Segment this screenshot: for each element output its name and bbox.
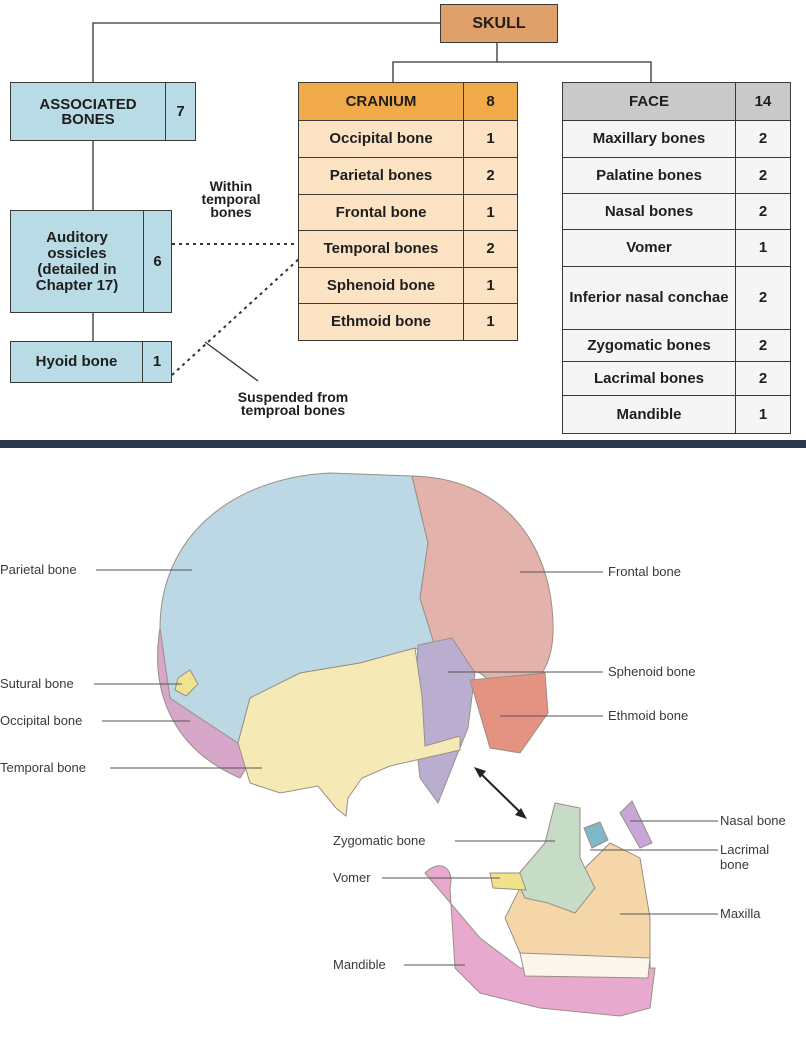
hyoid-bone-label: Hyoid bone: [10, 341, 143, 383]
frontal-bone-label: Frontal bone: [608, 564, 681, 579]
face-row-count: 1: [735, 229, 791, 267]
lacrimal-bone-label: Lacrimal bone: [720, 842, 770, 872]
zygomatic-bone-shape: [514, 802, 596, 914]
cranium-row-name: Frontal bone: [298, 194, 464, 231]
skull-to-face-line: [497, 61, 652, 82]
leader-lines: [94, 569, 718, 966]
face-row-count: 2: [735, 329, 791, 362]
mandible-label: Mandible: [333, 957, 386, 972]
cranium-row-count: 2: [463, 157, 518, 195]
face-row-name: Zygomatic bones: [562, 329, 736, 362]
face-row-name: Mandible: [562, 395, 736, 434]
associated-bones-label: ASSOCIATED BONES: [10, 82, 166, 141]
face-count: 14: [735, 82, 791, 121]
occipital-bone-label: Occipital bone: [0, 713, 83, 728]
exploded-skull-drawing: [94, 472, 718, 1017]
temporal-bone-label: Temporal bone: [0, 760, 86, 775]
skull-illustration: Parietal bone Sutural bone Occipital bon…: [0, 448, 806, 1048]
auditory-ossicles-label: Auditory ossicles (detailed in Chapter 1…: [10, 210, 144, 313]
face-row-name: Palatine bones: [562, 157, 736, 194]
face-row-name: Maxillary bones: [562, 120, 736, 158]
zygomatic-bone-label: Zygomatic bone: [333, 833, 426, 848]
ethmoid-bone-label: Ethmoid bone: [608, 708, 689, 723]
maxilla-label: Maxilla: [720, 906, 761, 921]
face-row-name: Vomer: [562, 229, 736, 267]
cranium-row-name: Parietal bones: [298, 157, 464, 195]
hyoid-dotted-line: [171, 257, 301, 376]
face-row-count: 2: [735, 361, 791, 396]
cranium-row-count: 1: [463, 120, 518, 158]
cranium-row-count: 2: [463, 230, 518, 268]
nasal-bone-shape: [619, 800, 653, 849]
auditory-ossicles-count: 6: [143, 210, 172, 313]
skull-to-cranium-line: [392, 43, 498, 82]
cranium-row-name: Temporal bones: [298, 230, 464, 268]
suspended-from-temporal-label: Suspended from temproal bones: [237, 389, 349, 418]
cranium-row-count: 1: [463, 267, 518, 304]
teeth-shape: [519, 952, 651, 979]
sphenoid-bone-label: Sphenoid bone: [608, 664, 696, 679]
classification-chart: SKULL ASSOCIATED BONES 7 Auditory ossicl…: [0, 0, 806, 440]
sutural-bone-shape: [174, 669, 199, 697]
face-row-name: Nasal bones: [562, 193, 736, 230]
face-row-count: 2: [735, 157, 791, 194]
explode-arrow-head-a: [474, 767, 486, 778]
face-header: FACE: [562, 82, 736, 121]
vomer-label: Vomer: [333, 870, 371, 885]
vomer-shape: [489, 872, 527, 891]
cranium-row-name: Occipital bone: [298, 120, 464, 158]
cranium-row-name: Ethmoid bone: [298, 303, 464, 341]
cranium-drawing: [157, 472, 554, 817]
associated-bones-count: 7: [165, 82, 196, 141]
cranium-count: 8: [463, 82, 518, 121]
face-row-name: Inferior nasal conchae: [562, 266, 736, 330]
face-row-name: Lacrimal bones: [562, 361, 736, 396]
lacrimal-bone-shape: [583, 821, 609, 849]
mandible-shape: [424, 865, 656, 1017]
cranium-row-count: 1: [463, 303, 518, 341]
skull-box: SKULL: [440, 4, 558, 43]
cranium-header: CRANIUM: [298, 82, 464, 121]
cranium-row-count: 1: [463, 194, 518, 231]
explode-arrow-head-b: [515, 808, 527, 819]
nasal-bone-label: Nasal bone: [720, 813, 786, 828]
explode-arrow-line: [477, 770, 524, 816]
face-bones-drawing: [424, 800, 656, 1017]
sutural-bone-label: Sutural bone: [0, 676, 74, 691]
ethmoid-bone-shape: [469, 672, 549, 754]
temporal-bone-shape: [237, 647, 461, 817]
skull-to-associated-line: [92, 22, 440, 82]
hyoid-bone-count: 1: [142, 341, 172, 383]
face-row-count: 2: [735, 193, 791, 230]
suspended-pointer-line: [204, 341, 259, 382]
cranium-row-name: Sphenoid bone: [298, 267, 464, 304]
face-row-count: 2: [735, 120, 791, 158]
parietal-bone-label: Parietal bone: [0, 562, 77, 577]
within-temporal-label: Within temporal bones: [201, 178, 261, 220]
face-row-count: 2: [735, 266, 791, 330]
connector-lines: [92, 22, 652, 382]
sphenoid-bone-shape: [414, 637, 476, 805]
face-row-count: 1: [735, 395, 791, 434]
